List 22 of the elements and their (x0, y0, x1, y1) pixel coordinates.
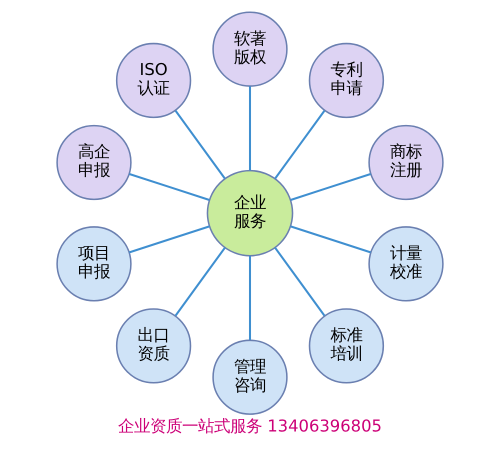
node-circle: 专利申请 (308, 42, 384, 118)
node-circle: ISO认证 (115, 42, 191, 118)
node-circle: 管理咨询 (212, 340, 288, 415)
node-circle: 标准培训 (308, 308, 384, 384)
connector (174, 110, 226, 180)
connector (248, 256, 251, 340)
connector (248, 86, 251, 170)
connector (174, 247, 226, 316)
node-circle: 软著版权 (212, 11, 288, 87)
connector (274, 247, 325, 316)
node-circle: 项目申报 (56, 226, 132, 302)
node-circle: 出口资质 (115, 308, 191, 384)
connector (290, 225, 370, 254)
connector (274, 110, 325, 180)
node-circle: 高企申报 (56, 124, 132, 200)
node-circle: 计量校准 (368, 226, 444, 302)
connector (290, 173, 370, 201)
connector (128, 225, 210, 254)
node-circle: 企业服务 (206, 170, 293, 256)
caption: 企业资质一站式服务 13406396805 (118, 416, 382, 436)
node-circle: 商标注册 (368, 124, 444, 200)
connector (128, 173, 210, 201)
